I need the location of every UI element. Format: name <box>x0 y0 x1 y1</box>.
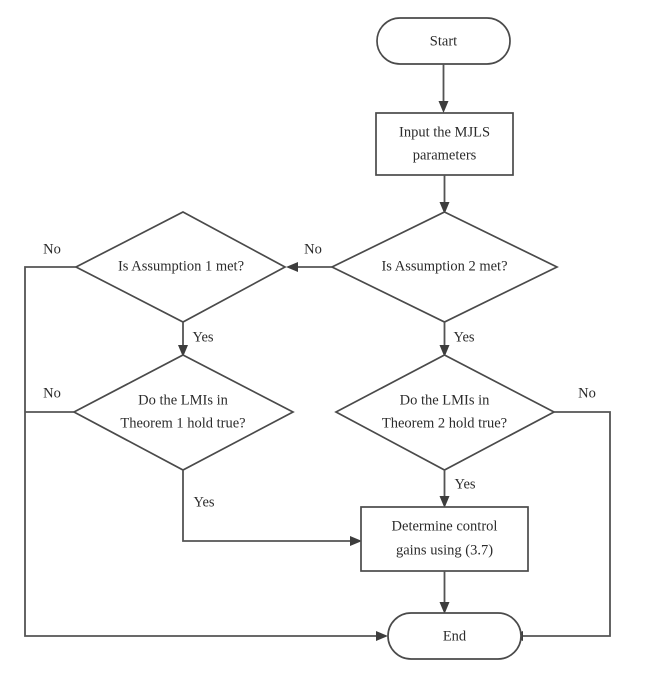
theorem2-label-line2: Theorem 2 hold true? <box>382 415 507 431</box>
arrow-head-icon <box>350 536 362 546</box>
node-input-parameters[interactable]: Input the MJLS parameters <box>375 112 514 176</box>
theorem2-label-line1: Do the LMIs in <box>400 392 491 408</box>
input-parameters-label-line1: Input the MJLS <box>399 124 490 140</box>
edge-label-theorem1-no: No <box>43 385 61 401</box>
input-parameters-shape <box>375 112 514 176</box>
determine-gains-label-line2: gains using (3.7) <box>396 542 493 558</box>
theorem2-shape <box>334 354 556 471</box>
edge-input-to-assumption2 <box>439 175 450 214</box>
assumption2-label: Is Assumption 2 met? <box>381 258 507 274</box>
edge-start-to-input <box>438 64 449 113</box>
node-end[interactable]: End <box>387 612 522 660</box>
arrow-head-icon <box>439 345 450 357</box>
input-parameters-label-line2: parameters <box>413 147 477 163</box>
arrow-head-icon <box>439 602 450 614</box>
edge-label-assumption1-yes: Yes <box>192 329 213 345</box>
edge-assumption2-yes-to-theorem2: Yes <box>439 322 475 357</box>
arrow-head-icon <box>376 631 388 641</box>
arrow-head-icon <box>439 202 450 214</box>
node-assumption2-decision[interactable]: Is Assumption 2 met? <box>330 211 559 323</box>
edge-label-assumption1-no: No <box>43 241 61 257</box>
start-label: Start <box>430 33 457 49</box>
node-theorem2-decision[interactable]: Do the LMIs in Theorem 2 hold true? <box>334 354 556 471</box>
theorem1-shape <box>72 354 295 471</box>
edge-label-theorem2-yes: Yes <box>454 476 475 492</box>
node-assumption1-decision[interactable]: Is Assumption 1 met? <box>74 211 287 323</box>
edge-assumption1-no-to-end: No <box>24 241 388 641</box>
edge-theorem1-yes-to-determine: Yes <box>182 470 362 546</box>
determine-gains-shape <box>360 506 529 572</box>
edge-label-assumption2-yes: Yes <box>453 329 474 345</box>
determine-gains-label-line1: Determine control <box>392 518 498 534</box>
edge-label-assumption2-no: No <box>304 241 322 257</box>
theorem1-label-line2: Theorem 1 hold true? <box>120 415 245 431</box>
edge-assumption1-yes-to-theorem1: Yes <box>178 322 214 357</box>
theorem1-label-line1: Do the LMIs in <box>138 392 229 408</box>
edge-label-theorem2-no: No <box>578 385 596 401</box>
arrow-head-icon <box>439 496 450 508</box>
edge-label-theorem1-yes: Yes <box>193 494 214 510</box>
node-theorem1-decision[interactable]: Do the LMIs in Theorem 1 hold true? <box>72 354 295 471</box>
node-start[interactable]: Start <box>376 17 511 65</box>
arrow-head-icon <box>178 345 188 357</box>
assumption1-label: Is Assumption 1 met? <box>118 258 244 274</box>
edge-theorem2-yes-to-determine: Yes <box>439 470 476 508</box>
arrow-head-icon <box>286 262 298 272</box>
edge-determine-to-end <box>439 571 450 614</box>
edge-theorem1-no-to-end: No <box>25 385 74 413</box>
arrow-head-icon <box>438 101 449 113</box>
node-determine-gains[interactable]: Determine control gains using (3.7) <box>360 506 529 572</box>
edge-assumption2-no-to-assumption1: No <box>286 241 332 272</box>
end-shape <box>387 612 522 660</box>
end-label: End <box>443 628 467 644</box>
